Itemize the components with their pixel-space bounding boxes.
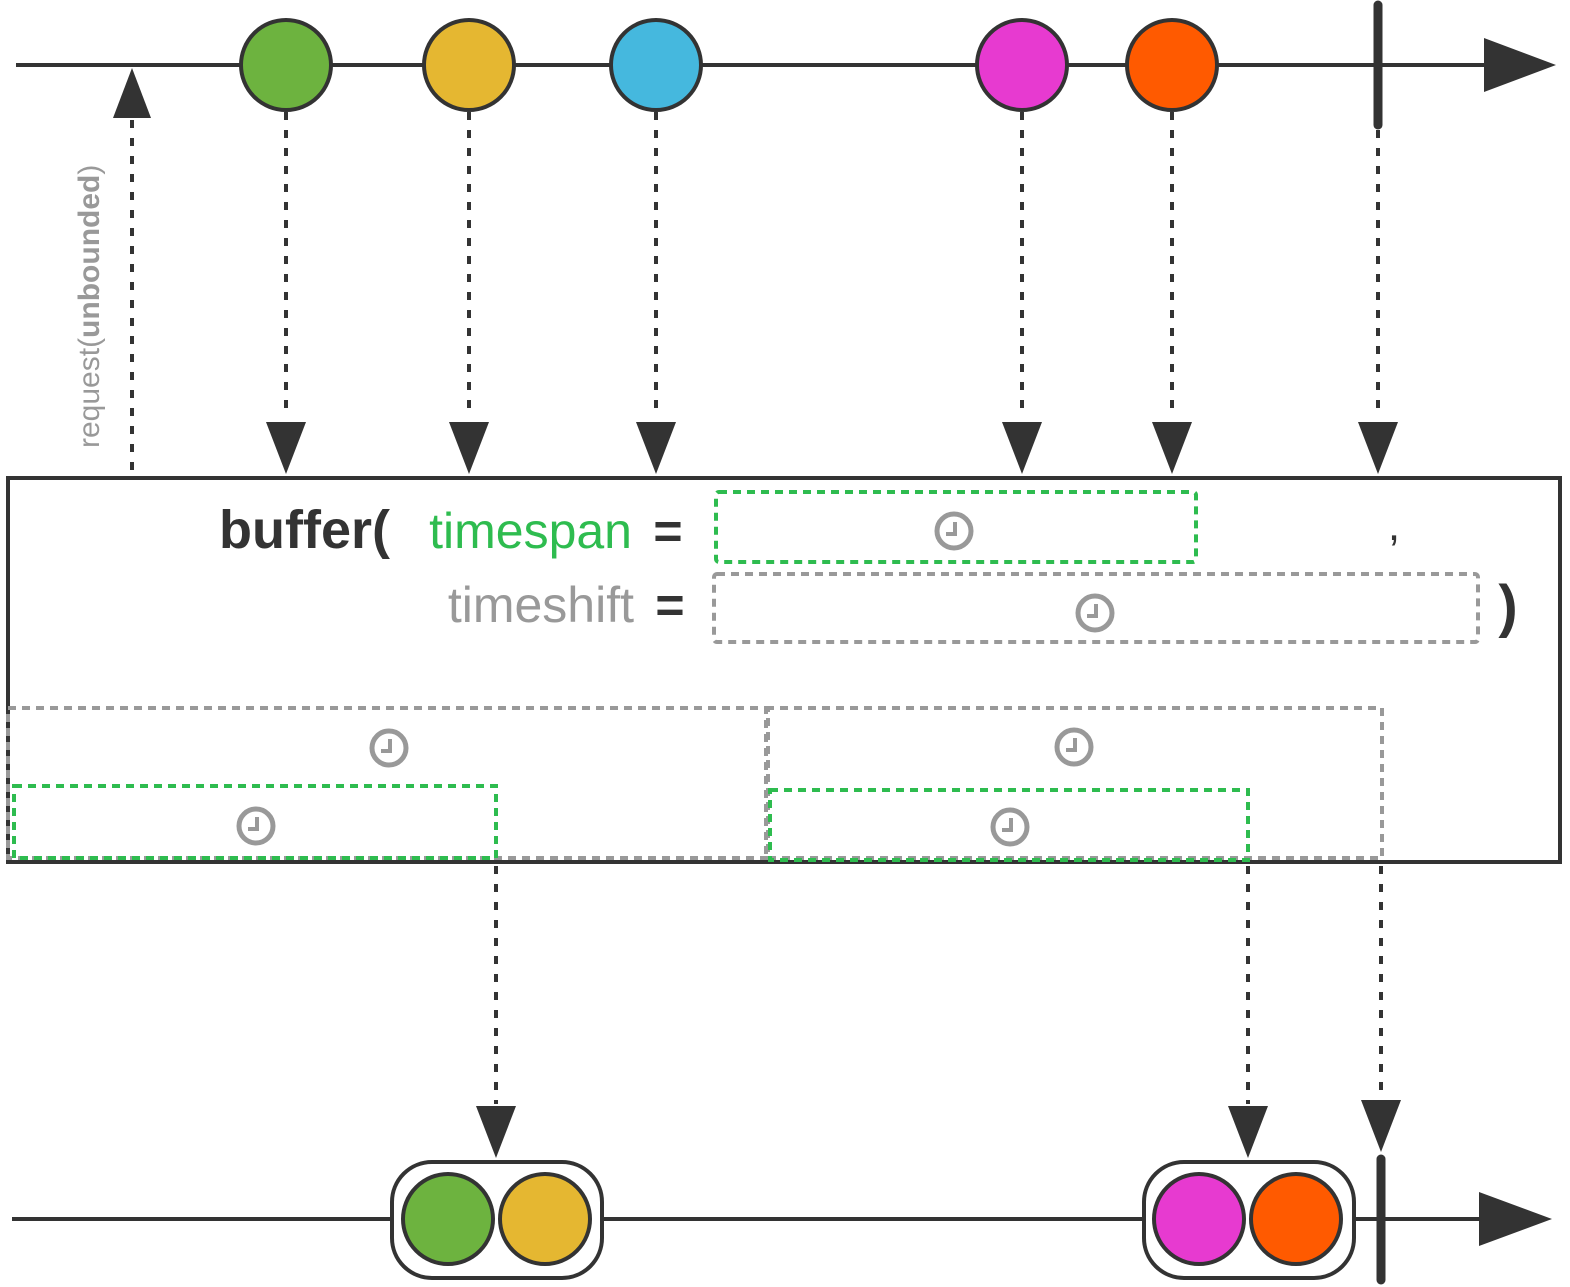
output-buffer-2 [1142, 1160, 1356, 1280]
source-marble-yellow [422, 18, 516, 112]
timeshift-equals: = [655, 577, 684, 633]
timeshift-window-sample [712, 572, 1480, 644]
output-buffer-1 [390, 1160, 604, 1280]
arrowhead-icon [476, 1106, 516, 1158]
timespan-equals: = [653, 503, 682, 559]
output-marble-magenta [1152, 1172, 1246, 1266]
arrowhead-icon [1152, 422, 1192, 474]
source-marble-green [239, 18, 333, 112]
arrowhead-icon [266, 422, 306, 474]
arrowhead-icon [1358, 422, 1398, 474]
timespan-window-sample [714, 490, 1198, 564]
operator-to-output-arrows [494, 866, 1383, 1104]
output-marble-orange [1249, 1172, 1343, 1266]
output-marble-yellow [498, 1172, 592, 1266]
output-marble-green [401, 1172, 495, 1266]
source-marble-blue [609, 18, 703, 112]
timespan-label: timespan [429, 503, 632, 559]
arrowhead-icon [1228, 1106, 1268, 1158]
arrowhead-icon [1361, 1100, 1401, 1152]
arrowhead-icon [449, 422, 489, 474]
arrowhead-icon [636, 422, 676, 474]
request-label: request(unbounded) [73, 165, 106, 448]
source-timeline-arrowhead-icon [1484, 38, 1556, 92]
timespan-window-1 [12, 784, 498, 860]
source-marble-orange [1125, 18, 1219, 112]
closing-paren: ) [1498, 574, 1517, 639]
source-marbles [239, 18, 1219, 112]
operator-box [6, 476, 1562, 864]
parameter-comma: , [1388, 501, 1400, 550]
arrowhead-icon [1002, 422, 1042, 474]
timespan-window-2 [768, 788, 1250, 862]
source-to-operator-arrows [284, 112, 1380, 418]
request-arrowhead-icon [113, 68, 151, 118]
timeshift-window-2 [764, 706, 1384, 860]
source-marble-magenta [975, 18, 1069, 112]
output-timeline-arrowhead-icon [1479, 1192, 1552, 1246]
timeshift-label: timeshift [448, 577, 634, 633]
request-arrow [113, 68, 151, 478]
operator-name: buffer( [219, 500, 390, 560]
